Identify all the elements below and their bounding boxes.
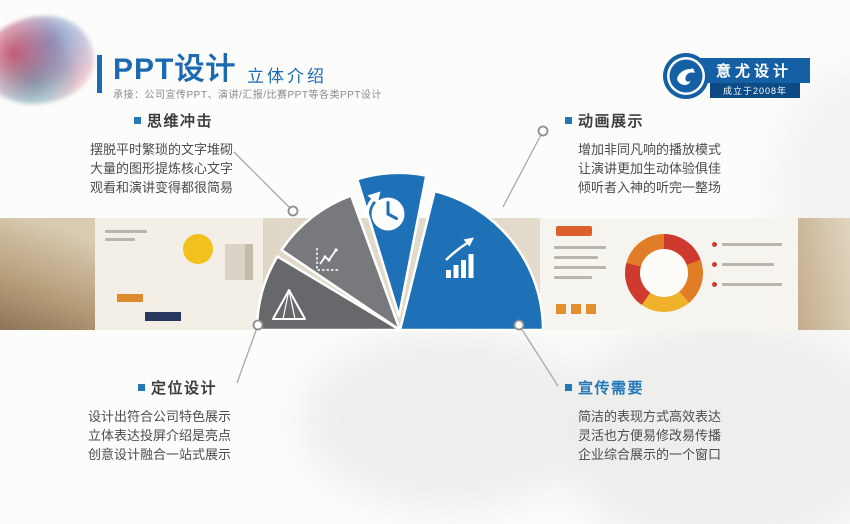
decor-textbar	[722, 243, 782, 246]
feature-title-row: 思维冲击	[134, 110, 240, 131]
feature-line: 摆脱平时繁琐的文字堆砌	[90, 142, 234, 157]
feature-line: 让演讲更加生动体验俱佳	[578, 161, 722, 176]
bullet-square-icon	[565, 117, 572, 124]
decor-textbar	[722, 283, 782, 286]
title-accent-bar	[97, 55, 102, 93]
decor-textbar	[105, 238, 135, 241]
feature-line: 设计出符合公司特色展示	[88, 409, 232, 424]
feature-title: 定位设计	[151, 380, 218, 397]
decor-textbar	[554, 266, 606, 269]
brand-logo-icon	[663, 53, 709, 99]
feature-text: 简洁的表现方式高效表达 灵活也方便易修改易传播 企业综合展示的一个窗口	[578, 407, 725, 464]
decor-chip	[145, 312, 181, 321]
feature-text: 增加非同凡响的播放模式 让演讲更加生动体验俱佳 倾听者入神的听完一整场	[578, 140, 725, 197]
strip-slide-left	[95, 218, 263, 330]
feature-line: 立体表达投屏介绍是亮点	[88, 428, 232, 443]
feature-promotion: 宣传需要 简洁的表现方式高效表达 灵活也方便易修改易传播 企业综合展示的一个窗口	[565, 377, 725, 464]
bullet-square-icon	[138, 384, 145, 391]
feature-line: 简洁的表现方式高效表达	[578, 409, 722, 424]
connector-dots	[252, 125, 549, 331]
decor-cube	[225, 244, 253, 280]
feature-title: 思维冲击	[147, 113, 214, 130]
page-subtitle: 立体介绍	[247, 67, 327, 86]
feature-title-row: 动画展示	[565, 110, 725, 131]
feature-text: 摆脱平时繁琐的文字堆砌 大量的图形提炼核心文字 观看和演讲变得都很简易	[90, 140, 240, 197]
feature-line: 灵活也方便易修改易传播	[578, 428, 722, 443]
history-clock-icon	[365, 191, 405, 231]
decor-square	[586, 304, 596, 314]
feature-title-row: 宣传需要	[565, 377, 725, 398]
decor-dot	[712, 262, 717, 267]
bullet-square-icon	[134, 117, 141, 124]
decor-textbar	[722, 263, 774, 266]
brand-since: 成立于2008年	[710, 83, 800, 98]
feature-line: 增加非同凡响的播放模式	[578, 142, 722, 157]
feature-thinking: 思维冲击 摆脱平时繁琐的文字堆砌 大量的图形提炼核心文字 观看和演讲变得都很简易	[90, 110, 240, 197]
feature-line: 大量的图形提炼核心文字	[90, 161, 234, 176]
feature-title-row: 定位设计	[138, 377, 238, 398]
decor-dot	[712, 282, 717, 287]
brand-badge: 意尤设计 成立于2008年	[662, 50, 822, 106]
decor-ring-chart	[625, 234, 703, 312]
feature-line: 企业综合展示的一个窗口	[578, 447, 722, 462]
fan-wedge-2	[280, 194, 402, 332]
decor-square	[571, 304, 581, 314]
growth-bars-icon	[445, 237, 474, 278]
fan-diagram	[255, 171, 545, 332]
decor-textbar	[554, 246, 606, 249]
feature-line: 观看和演讲变得都很简易	[90, 180, 234, 195]
decor-circle	[183, 234, 213, 264]
bullet-square-icon	[565, 384, 572, 391]
decor-textbar	[554, 256, 598, 259]
decor-textbar	[554, 276, 592, 279]
decor-tag	[556, 226, 592, 236]
tagline: 承接：公司宣传PPT、演讲/汇报/比赛PPT等各类PPT设计	[113, 90, 382, 101]
decor-chip	[117, 294, 143, 302]
feature-positioning: 定位设计 设计出符合公司特色展示 立体表达投屏介绍是亮点 创意设计融合一站式展示	[88, 377, 238, 464]
line-chart-icon	[316, 248, 339, 271]
decor-square	[556, 304, 566, 314]
feature-animation: 动画展示 增加非同凡响的播放模式 让演讲更加生动体验俱佳 倾听者入神的听完一整场	[565, 110, 725, 197]
connector-lines	[233, 130, 559, 387]
feature-text: 设计出符合公司特色展示 立体表达投屏介绍是亮点 创意设计融合一站式展示	[88, 407, 238, 464]
bg-blob	[300, 330, 600, 510]
feature-title: 动画展示	[578, 113, 645, 130]
page-title: PPT设计	[113, 53, 237, 86]
feature-title: 宣传需要	[578, 380, 645, 397]
bg-blob	[555, 315, 850, 524]
strip-photo-right	[798, 218, 850, 330]
pyramid-icon	[272, 289, 306, 320]
brand-name: 意尤设计	[698, 58, 810, 83]
decor-textbar	[105, 230, 147, 233]
decor-dot	[712, 242, 717, 247]
feature-line: 倾听者入神的听完一整场	[578, 180, 722, 195]
strip-photo-left	[0, 218, 95, 330]
strip-slide-right	[540, 218, 798, 330]
feature-line: 创意设计融合一站式展示	[88, 447, 232, 462]
